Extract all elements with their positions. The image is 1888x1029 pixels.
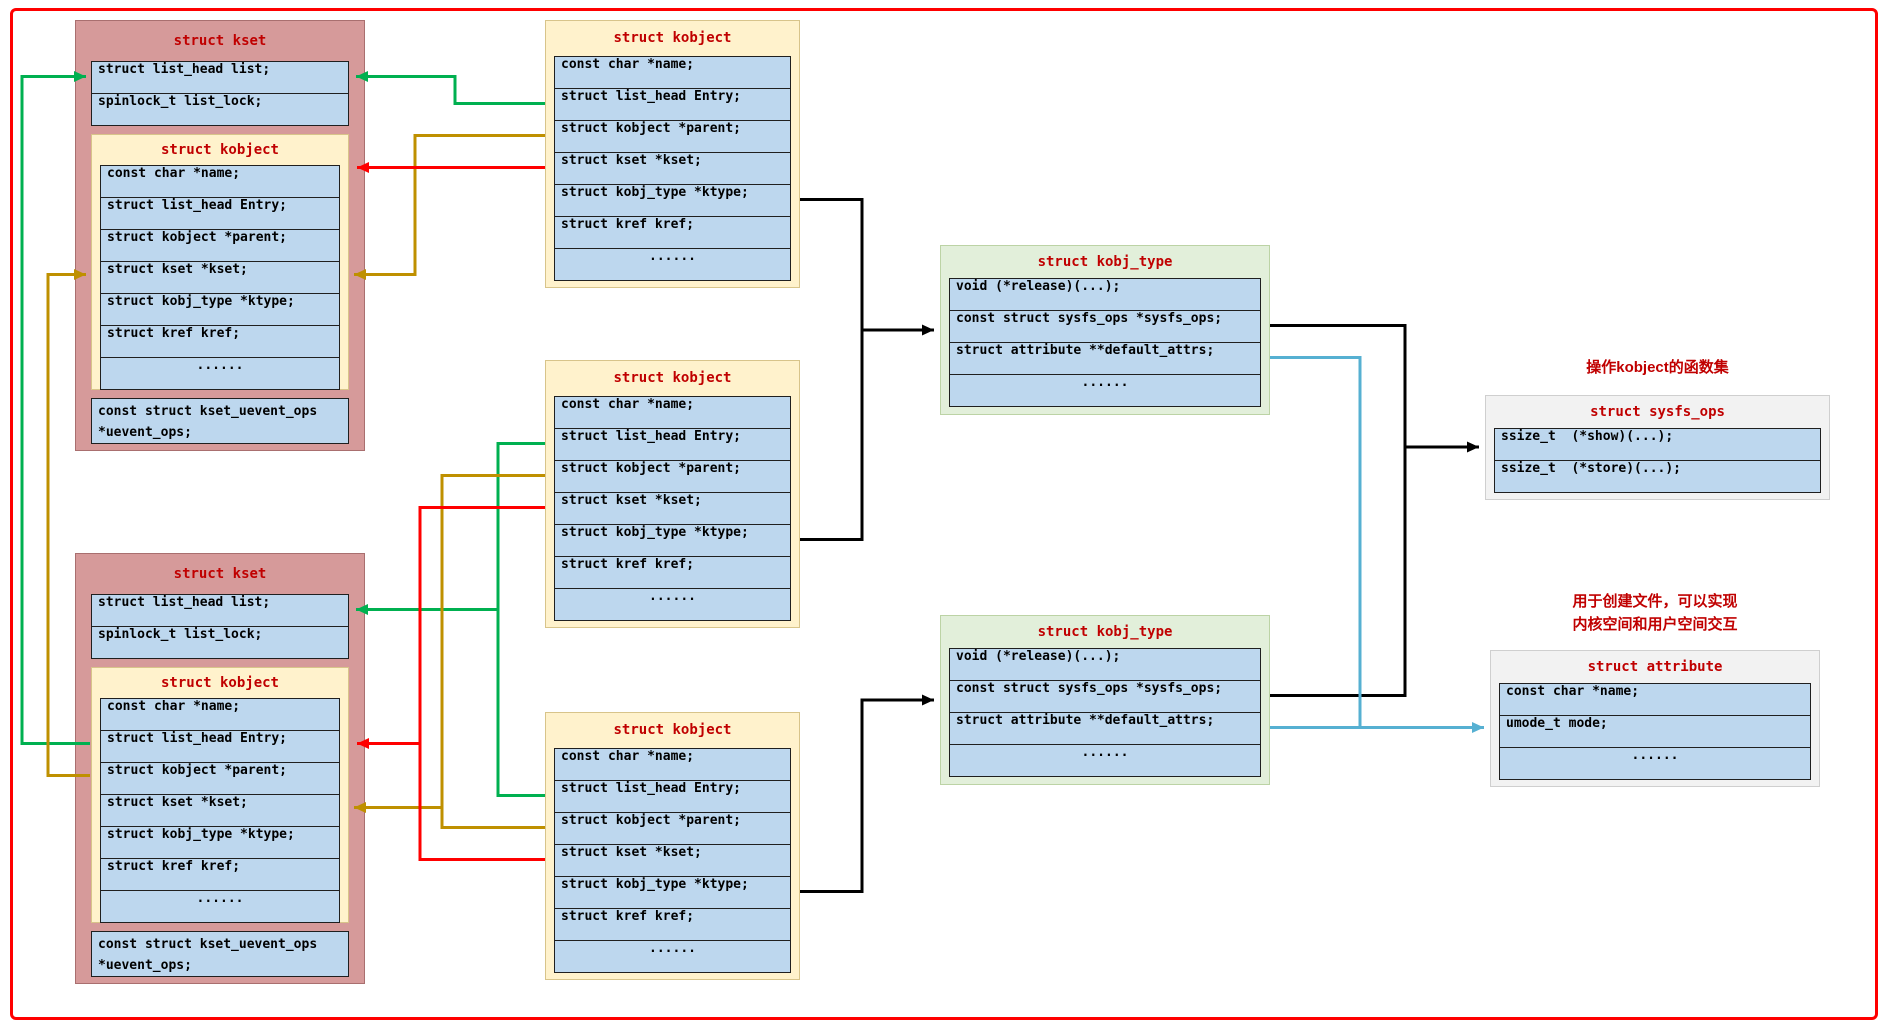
struct-field-row: const struct sysfs_ops *sysfs_ops; [949, 310, 1261, 343]
struct-field-row: struct kref kref; [100, 325, 340, 358]
uevent-ops-field: const struct kset_uevent_ops *uevent_ops… [91, 398, 349, 444]
kobject-box-top: struct kobject const char *name;struct l… [545, 20, 800, 288]
struct-field-row: struct kref kref; [100, 858, 340, 891]
kset-fields: struct list_head list;spinlock_t list_lo… [91, 594, 349, 659]
sysfs-ops-box: struct sysfs_ops ssize_t (*show)(...);ss… [1485, 395, 1830, 500]
struct-field-row: const char *name; [554, 56, 791, 89]
kobj-type-fields: void (*release)(...);const struct sysfs_… [949, 648, 1261, 777]
sysfs-ops-note: 操作kobject的函数集 [1586, 359, 1729, 376]
struct-field-row: struct kref kref; [554, 908, 791, 941]
attribute-note-line1: 用于创建文件，可以实现 [1572, 593, 1738, 610]
attribute-note-line2: 内核空间和用户空间交互 [1572, 616, 1738, 633]
struct-field-row: spinlock_t list_lock; [91, 626, 349, 659]
struct-field-row: struct kobj_type *ktype; [554, 184, 791, 217]
struct-field-row: umode_t mode; [1499, 715, 1811, 748]
kset-title: struct kset [173, 33, 267, 49]
struct-field-row: void (*release)(...); [949, 648, 1261, 681]
kobject-title: struct kobject [613, 30, 732, 46]
struct-field-row: struct kref kref; [554, 556, 791, 589]
kset-fields: struct list_head list;spinlock_t list_lo… [91, 61, 349, 126]
struct-field-row: struct kobject *parent; [554, 460, 791, 493]
struct-field-row: spinlock_t list_lock; [91, 93, 349, 126]
struct-field-row: ...... [554, 940, 791, 973]
kobject-fields: const char *name;struct list_head Entry;… [100, 165, 340, 390]
embedded-kobject-box: struct kobject const char *name;struct l… [91, 134, 349, 390]
struct-field-row: struct attribute **default_attrs; [949, 342, 1261, 375]
uevent-ops-field: const struct kset_uevent_ops *uevent_ops… [91, 931, 349, 977]
struct-field-row: struct kobject *parent; [100, 229, 340, 262]
kobject-fields: const char *name;struct list_head Entry;… [554, 56, 791, 281]
kobject-box-bottom: struct kobject const char *name;struct l… [545, 712, 800, 980]
struct-field-row: struct kref kref; [554, 216, 791, 249]
struct-field-row: struct list_head Entry; [100, 730, 340, 763]
struct-field-row: struct list_head list; [91, 61, 349, 94]
struct-field-row: struct kset *kset; [100, 794, 340, 827]
kset-box-top: struct kset struct list_head list;spinlo… [75, 20, 365, 451]
struct-field-row: struct list_head Entry; [554, 88, 791, 121]
kset-title: struct kset [173, 566, 267, 582]
struct-field-row: struct kobj_type *ktype; [100, 293, 340, 326]
attribute-title: struct attribute [1587, 659, 1723, 675]
struct-field-row: struct kobj_type *ktype; [554, 876, 791, 909]
struct-field-row: struct attribute **default_attrs; [949, 712, 1261, 745]
struct-field-row: struct kset *kset; [554, 844, 791, 877]
kobject-title: struct kobject [613, 722, 732, 738]
kobject-fields: const char *name;struct list_head Entry;… [554, 748, 791, 973]
struct-field-row: struct list_head Entry; [554, 428, 791, 461]
attribute-box: struct attribute const char *name;umode_… [1490, 650, 1820, 787]
struct-field-row: ...... [1499, 747, 1811, 780]
kobject-fields: const char *name;struct list_head Entry;… [100, 698, 340, 923]
struct-field-row: ...... [949, 374, 1261, 407]
kset-box-bottom: struct kset struct list_head list;spinlo… [75, 553, 365, 984]
struct-field-row: ...... [100, 890, 340, 923]
kobject-box-middle: struct kobject const char *name;struct l… [545, 360, 800, 628]
struct-field-row: struct list_head Entry; [100, 197, 340, 230]
struct-field-row: struct list_head list; [91, 594, 349, 627]
kobj-type-fields: void (*release)(...);const struct sysfs_… [949, 278, 1261, 407]
attribute-note: 用于创建文件，可以实现 内核空间和用户空间交互 [1495, 590, 1815, 636]
struct-field-row: ssize_t (*show)(...); [1494, 428, 1821, 461]
struct-field-row: struct kset *kset; [554, 492, 791, 525]
struct-field-row: struct kset *kset; [100, 261, 340, 294]
sysfs-ops-fields: ssize_t (*show)(...);ssize_t (*store)(..… [1494, 428, 1821, 493]
kobject-title: struct kobject [160, 675, 279, 691]
struct-field-row: ssize_t (*store)(...); [1494, 460, 1821, 493]
struct-field-row: struct kobject *parent; [100, 762, 340, 795]
struct-field-row: ...... [100, 357, 340, 390]
struct-field-row: ...... [554, 248, 791, 281]
struct-field-row: struct kobj_type *ktype; [554, 524, 791, 557]
embedded-kobject-box: struct kobject const char *name;struct l… [91, 667, 349, 923]
struct-field-row: const char *name; [100, 165, 340, 198]
kobject-title: struct kobject [160, 142, 279, 158]
kobj-type-title: struct kobj_type [1037, 624, 1173, 640]
struct-field-row: struct kobject *parent; [554, 120, 791, 153]
struct-field-row: ...... [554, 588, 791, 621]
kobject-title: struct kobject [613, 370, 732, 386]
attribute-fields: const char *name;umode_t mode;...... [1499, 683, 1811, 780]
struct-field-row: const char *name; [554, 396, 791, 429]
struct-field-row: ...... [949, 744, 1261, 777]
struct-field-row: const char *name; [1499, 683, 1811, 716]
struct-field-row: const char *name; [100, 698, 340, 731]
struct-field-row: const struct sysfs_ops *sysfs_ops; [949, 680, 1261, 713]
kobject-fields: const char *name;struct list_head Entry;… [554, 396, 791, 621]
struct-field-row: const char *name; [554, 748, 791, 781]
kobj-type-title: struct kobj_type [1037, 254, 1173, 270]
struct-field-row: struct kobj_type *ktype; [100, 826, 340, 859]
struct-field-row: void (*release)(...); [949, 278, 1261, 311]
kobj-type-box-bottom: struct kobj_type void (*release)(...);co… [940, 615, 1270, 785]
sysfs-ops-title: struct sysfs_ops [1590, 404, 1725, 420]
diagram-red-frame [10, 8, 1878, 1020]
struct-field-row: struct list_head Entry; [554, 780, 791, 813]
kobj-type-box-top: struct kobj_type void (*release)(...);co… [940, 245, 1270, 415]
struct-field-row: struct kobject *parent; [554, 812, 791, 845]
struct-field-row: struct kset *kset; [554, 152, 791, 185]
